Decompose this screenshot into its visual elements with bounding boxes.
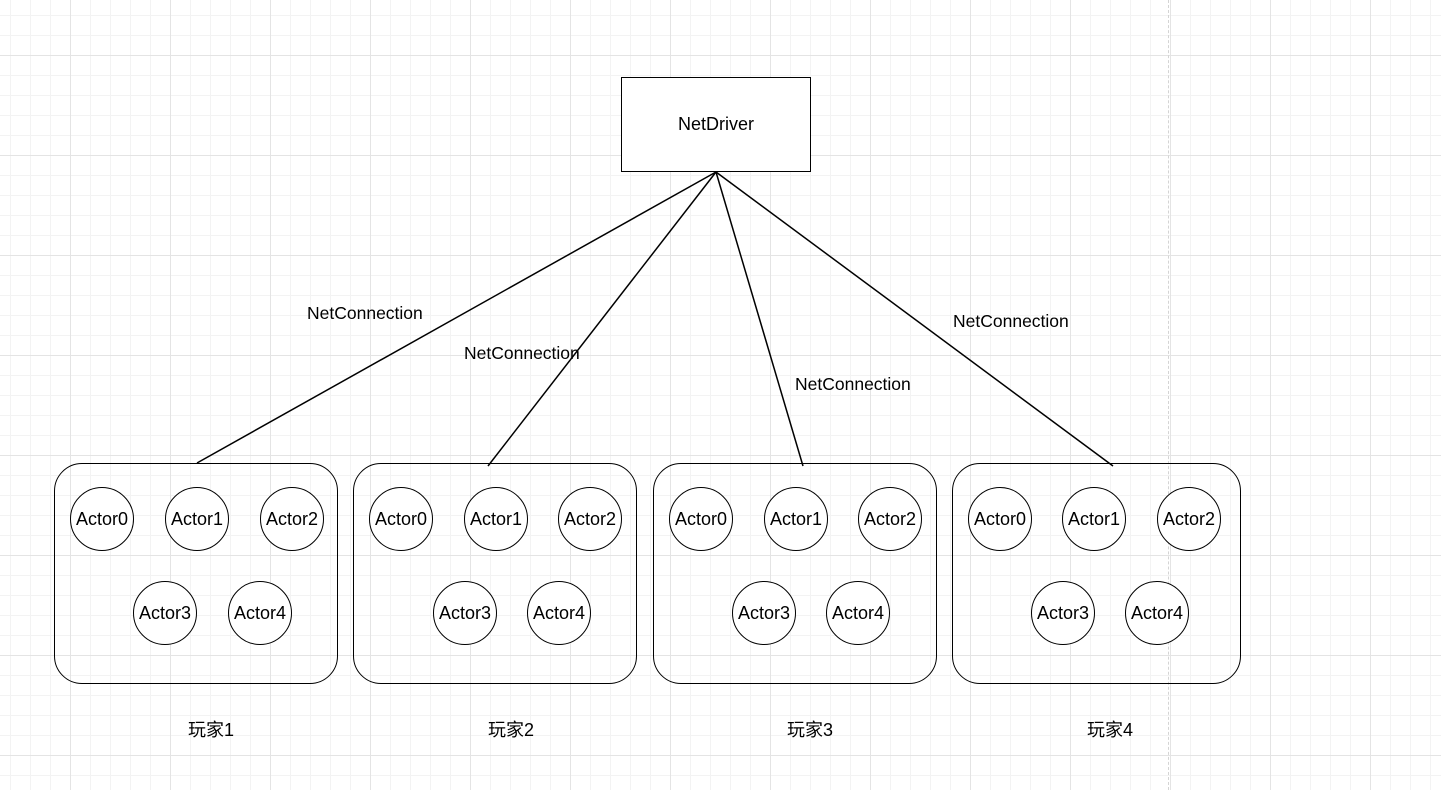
connection-label-4: NetConnection	[953, 311, 1069, 331]
actor-node[interactable]: Actor1	[464, 487, 528, 551]
connection-line-2	[487, 171, 717, 467]
page-divider	[1168, 0, 1169, 790]
player-group-3[interactable]: Actor0 Actor1 Actor2 Actor3 Actor4	[653, 463, 937, 684]
actor-node[interactable]: Actor1	[1062, 487, 1126, 551]
actor-node[interactable]: Actor2	[558, 487, 622, 551]
connection-label-1: NetConnection	[307, 303, 423, 323]
actor-node[interactable]: Actor4	[1125, 581, 1189, 645]
player-label-1: 玩家1	[187, 720, 234, 740]
player-group-4[interactable]: Actor0 Actor1 Actor2 Actor3 Actor4	[952, 463, 1241, 684]
actor-node[interactable]: Actor0	[669, 487, 733, 551]
actor-node[interactable]: Actor1	[165, 487, 229, 551]
actor-node[interactable]: Actor4	[527, 581, 591, 645]
connection-line-4	[715, 171, 1114, 467]
actor-node[interactable]: Actor2	[260, 487, 324, 551]
player-label-4: 玩家4	[1086, 720, 1133, 740]
connection-label-2: NetConnection	[464, 343, 580, 363]
actor-node[interactable]: Actor3	[133, 581, 197, 645]
actor-node[interactable]: Actor2	[858, 487, 922, 551]
actor-node[interactable]: Actor0	[369, 487, 433, 551]
player-group-2[interactable]: Actor0 Actor1 Actor2 Actor3 Actor4	[353, 463, 637, 684]
player-label-3: 玩家3	[786, 720, 833, 740]
connection-line-1	[196, 171, 717, 464]
connection-line-3	[715, 171, 804, 467]
player-label-2: 玩家2	[487, 720, 534, 740]
netdriver-label: NetDriver	[677, 114, 754, 134]
actor-node[interactable]: Actor3	[1031, 581, 1095, 645]
actor-node[interactable]: Actor3	[433, 581, 497, 645]
actor-node[interactable]: Actor4	[228, 581, 292, 645]
actor-node[interactable]: Actor0	[968, 487, 1032, 551]
actor-node[interactable]: Actor3	[732, 581, 796, 645]
actor-node[interactable]: Actor0	[70, 487, 134, 551]
actor-node[interactable]: Actor2	[1157, 487, 1221, 551]
connection-label-3: NetConnection	[795, 374, 911, 394]
actor-node[interactable]: Actor1	[764, 487, 828, 551]
netdriver-node[interactable]: NetDriver	[621, 77, 811, 172]
player-group-1[interactable]: Actor0 Actor1 Actor2 Actor3 Actor4	[54, 463, 338, 684]
actor-node[interactable]: Actor4	[826, 581, 890, 645]
